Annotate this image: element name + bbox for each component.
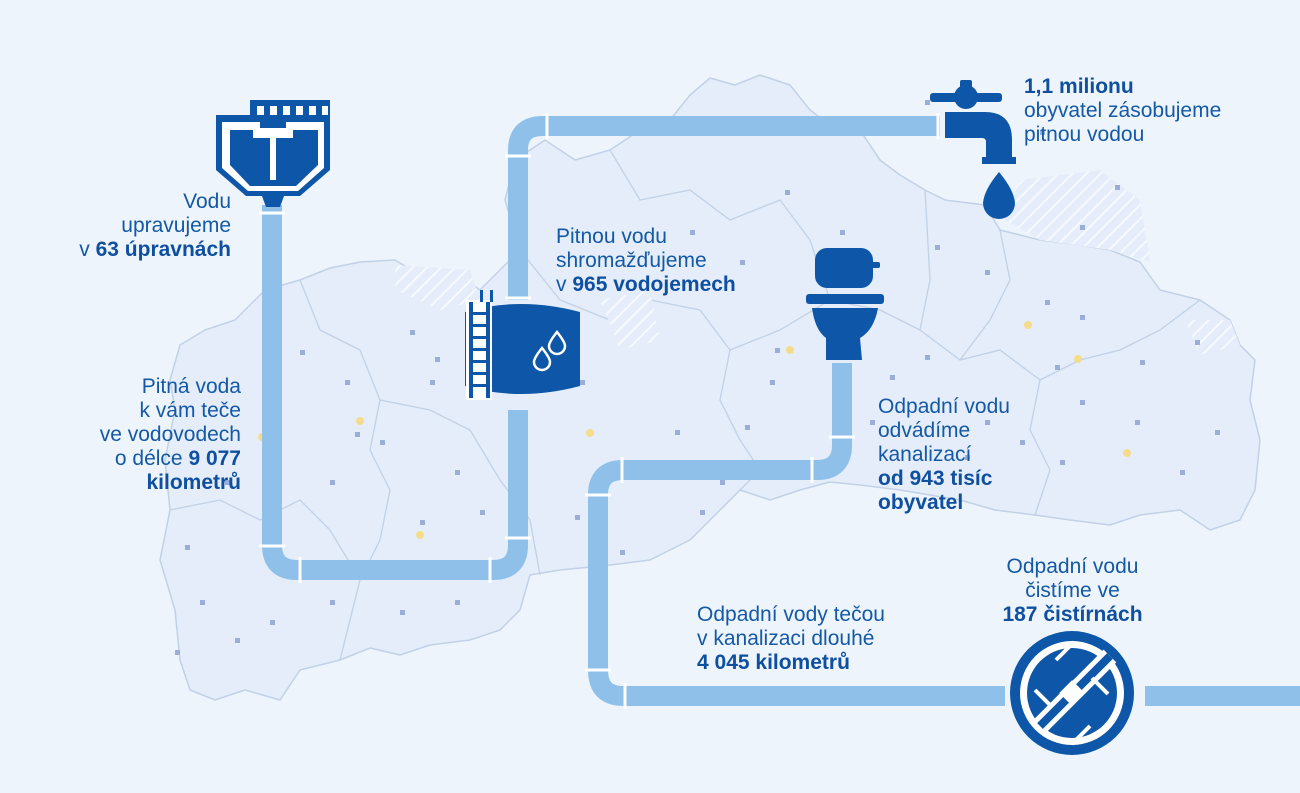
reservoirs-line-2: shromažďujeme <box>556 249 707 272</box>
highlight-dots <box>258 321 1131 539</box>
pipelines-length: 9 077 <box>188 447 241 470</box>
location-dots <box>175 100 1220 655</box>
pipelines-line-5: kilometrů <box>0 471 241 495</box>
sewers-label: Odpadní vody tečou v kanalizaci dlouhé 4… <box>697 603 885 675</box>
wastewater-pipe <box>588 363 1300 706</box>
water-reservoir-icon <box>465 290 580 400</box>
cleaning-count: 187 čistírnách <box>1002 603 1143 626</box>
cleaning-label: Odpadní vodu čistíme ve 187 čistírnách <box>960 555 1185 627</box>
district-borders <box>169 149 1201 661</box>
supply-count: 1,1 milionu <box>1024 75 1134 98</box>
wastewater-treatment-icon <box>1010 631 1134 755</box>
cleaning-line-1: Odpadní vodu <box>1006 555 1139 578</box>
sewage-line-2: odvádíme <box>878 419 971 442</box>
water-drop-icon <box>983 172 1015 219</box>
sewage-line-4: od 943 tisíc <box>878 467 1010 491</box>
pipelines-line-1: Pitná voda <box>141 375 241 398</box>
toilet-icon <box>806 248 884 360</box>
supply-line-1: 1,1 milionu <box>1024 75 1221 99</box>
sewers-line-2: v kanalizaci dlouhé <box>697 627 875 650</box>
region-map <box>159 74 1261 701</box>
pipelines-unit: kilometrů <box>146 471 241 494</box>
supply-line-2: obyvatel zásobujeme <box>1024 99 1222 122</box>
sewers-length: 4 045 kilometrů <box>697 651 850 674</box>
pipelines-line-3: ve vodovodech <box>99 423 241 446</box>
cleaning-line-2: čistíme ve <box>1025 579 1120 602</box>
treatment-plant-icon <box>216 100 330 207</box>
sewers-line-3: 4 045 kilometrů <box>697 651 885 675</box>
drinking-water-pipe <box>262 116 940 580</box>
pipelines-line-4: o délce 9 077 <box>0 447 241 471</box>
sewage-line-3: kanalizací <box>878 443 972 466</box>
pipelines-line-2: k vám teče <box>139 399 241 422</box>
supply-line-3: pitnou vodou <box>1024 123 1145 146</box>
pipelines-line-4-plain: o délce <box>114 447 189 470</box>
sewage-unit: obyvatel <box>878 491 964 514</box>
treatment-count: 63 úpravnách <box>95 238 231 261</box>
reservoirs-count: 965 vodojemech <box>572 273 736 296</box>
cleaning-line-3: 187 čistírnách <box>960 603 1185 627</box>
sewage-count: od 943 tisíc <box>878 467 993 490</box>
sewers-line-1: Odpadní vody tečou <box>697 603 885 626</box>
supply-label: 1,1 milionu obyvatel zásobujeme pitnou v… <box>1024 75 1221 147</box>
treatment-line-1: Vodu <box>183 190 231 213</box>
reservoirs-line-3: v 965 vodojemech <box>556 273 736 297</box>
sewage-line-1: Odpadní vodu <box>878 395 1010 418</box>
treatment-line-3: v 63 úpravnách <box>0 238 231 262</box>
treatment-line-3-plain: v <box>79 238 96 261</box>
hatched-areas <box>395 170 1240 355</box>
treatment-line-2: upravujeme <box>121 214 231 237</box>
pipe-joints <box>259 113 940 709</box>
sewage-label: Odpadní vodu odvádíme kanalizací od 943 … <box>878 395 1010 515</box>
faucet-icon <box>930 80 1016 164</box>
reservoirs-line-1: Pitnou vodu <box>556 225 667 248</box>
reservoirs-label: Pitnou vodu shromažďujeme v 965 vodojeme… <box>556 225 736 297</box>
reservoirs-line-3-plain: v <box>556 273 573 296</box>
pipelines-label: Pitná voda k vám teče ve vodovodech o dé… <box>0 375 241 495</box>
sewage-line-5: obyvatel <box>878 491 1010 515</box>
treatment-label: Vodu upravujeme v 63 úpravnách <box>0 190 231 262</box>
